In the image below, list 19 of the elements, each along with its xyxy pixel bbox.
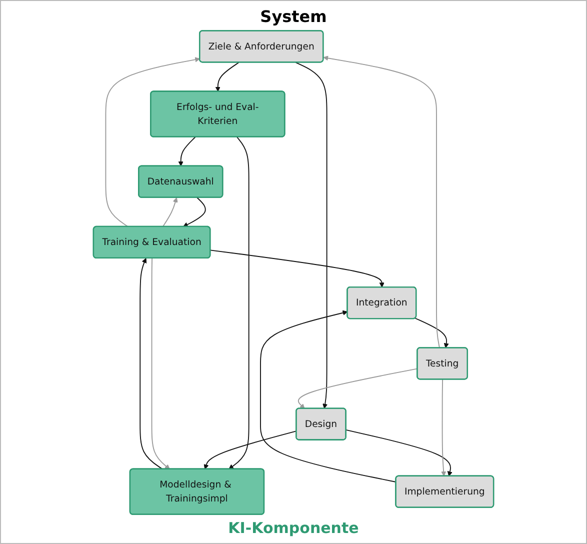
arrow [215,62,240,92]
arrow [140,258,164,470]
arrow [228,136,250,470]
arrow [178,136,196,166]
arrow [298,368,418,409]
group-label: KI-Komponente [228,519,359,537]
arrow [260,310,396,482]
arrow [441,378,446,476]
arrow [162,197,178,228]
arrow [346,430,452,476]
arrow [323,56,440,348]
arrow [414,318,449,348]
arrow [105,57,200,228]
diagram-title: System [260,7,327,26]
arrow [295,62,328,409]
arrow [210,250,384,288]
arrow [183,197,206,227]
arrow [204,430,297,470]
arrow [151,258,170,470]
